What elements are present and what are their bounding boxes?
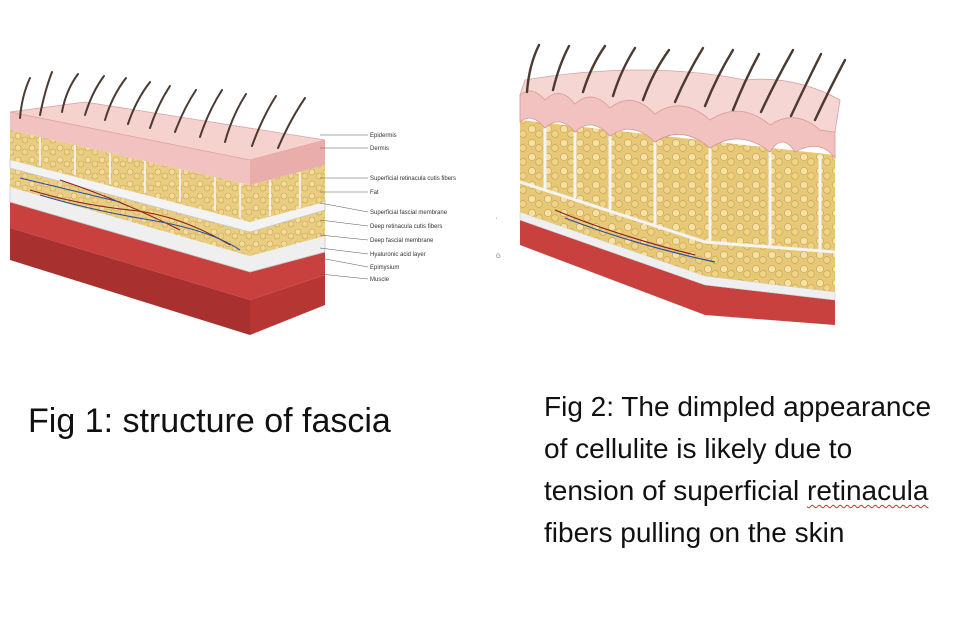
label-deep-fascial-membrane: Deep fascial membrane [370,238,434,244]
stray-mark: ' [496,218,498,224]
stray-mark: G [496,254,501,260]
spellcheck-word: retinacula [807,475,929,506]
fig2-caption-line: of cellulite is likely due to [544,433,853,464]
fat-layer [10,130,325,222]
fat-chambers [520,120,835,250]
fig2-caption-line: Fig 2: The dimpled appearance [544,391,932,422]
fig2-caption-line3-prefix: tension of superficial [544,475,808,506]
label-muscle: Muscle [370,277,390,283]
label-superficial-fascial-membrane: Superficial fascial membrane [370,210,448,216]
fig2-caption-line: fibers pulling on the skin [544,517,845,548]
fig1-caption: Fig 1: structure of fascia [28,402,391,440]
label-epidermis: Epidermis [370,133,397,139]
label-dermis: Dermis [370,146,389,152]
hair-strands [19,71,306,149]
label-fat: Fat [370,190,379,196]
label-deep-retinacula: Deep retinacula cutis fibers [370,224,442,230]
hair-strands-fig2 [525,43,847,122]
fascia-structure-figure: Epidermis Dermis Superficial retinacula … [9,71,456,335]
label-superficial-retinacula: Superficial retinacula cutis fibers [370,176,456,182]
cellulite-figure [519,43,847,325]
label-hyaluronic-acid: Hyaluronic acid layer [370,252,426,258]
fig2-caption-line: tension of superficial retinacula [544,470,960,512]
label-epimysium: Epimysium [370,265,399,271]
fig2-caption: Fig 2: The dimpled appearance of celluli… [544,386,960,554]
